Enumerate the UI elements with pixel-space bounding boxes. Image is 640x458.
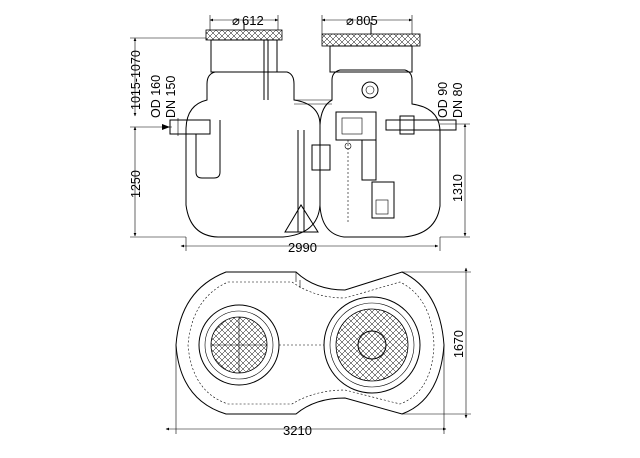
dim-top-length: 3210 <box>165 345 447 438</box>
outlet-od-label: OD 90 <box>436 82 450 118</box>
diameter-symbol-right: ⌀ <box>346 13 354 28</box>
outlet-pipe <box>385 115 457 135</box>
dim-right-diameter: ⌀ 805 <box>321 13 413 34</box>
dim-outlet-height: 1310 <box>440 123 470 238</box>
right-manhole-top <box>323 296 421 394</box>
top-view: 3210 1670 <box>165 267 471 438</box>
outlet-size-labels: OD 90 DN 80 <box>436 82 470 125</box>
inlet-size-labels: OD 160 DN 150 <box>130 75 178 130</box>
inlet-height-label: 1250 <box>129 170 143 198</box>
tank-top-band <box>294 99 332 105</box>
inlet-dn-label: DN 150 <box>164 76 178 118</box>
inlet-pipe <box>169 118 221 179</box>
dim-cover-height: 1015-1070 <box>129 37 206 117</box>
outlet-height-label: 1310 <box>451 174 465 202</box>
right-manhole <box>321 22 421 99</box>
top-view-inner-outline <box>187 281 435 405</box>
inlet-od-label: OD 160 <box>149 75 163 118</box>
left-manhole-top <box>198 304 280 386</box>
dim-side-length: 2990 <box>180 237 441 255</box>
left-manhole-diameter-label: 612 <box>242 13 264 28</box>
outlet-dn-label: DN 80 <box>451 83 465 118</box>
diameter-symbol-left: ⌀ <box>232 13 240 28</box>
dim-left-diameter: ⌀ 612 <box>209 13 279 30</box>
side-length-label: 2990 <box>288 240 317 255</box>
dim-top-width: 1670 <box>402 267 471 419</box>
side-view: ⌀ 612 ⌀ 805 1015-1070 OD 160 DN 150 1250 <box>129 13 470 255</box>
pump-assembly <box>335 111 395 222</box>
right-manhole-diameter-label: 805 <box>356 13 378 28</box>
top-width-label: 1670 <box>452 330 466 358</box>
right-tank-outline <box>319 69 441 238</box>
transfer-pipe <box>284 130 331 233</box>
dim-inlet-height: 1250 <box>129 126 186 238</box>
cover-height-label: 1015-1070 <box>129 50 143 110</box>
top-length-label: 3210 <box>283 423 312 438</box>
left-tank-outline <box>185 71 321 238</box>
left-manhole <box>205 22 283 100</box>
